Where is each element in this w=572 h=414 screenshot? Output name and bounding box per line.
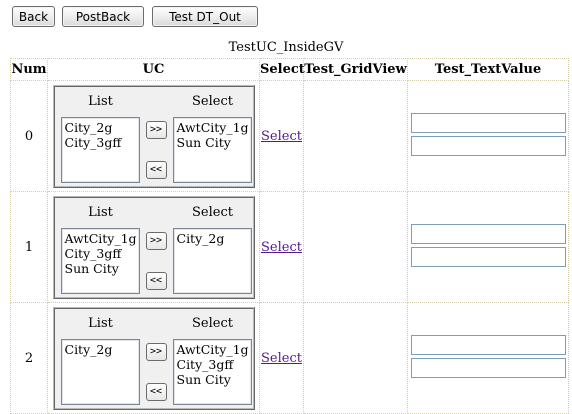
listbox-option[interactable]: Sun City [176,371,231,387]
select-link[interactable]: Select [261,239,302,255]
select-cell: Select [259,302,304,414]
remove-button[interactable]: << [145,160,167,179]
header-test-gridview: Test_GridView [303,58,408,81]
listbox-option[interactable]: AwtCity_1g [176,119,249,135]
text-value-input-2[interactable] [410,358,566,378]
select-label: Select [192,93,233,109]
row-num: 2 [10,302,48,414]
select-link[interactable]: Select [261,350,302,366]
postback-button[interactable]: PostBack [62,6,144,27]
test-dt-out-button[interactable]: Test DT_Out [152,6,258,27]
listbox-option[interactable]: City_3gff [64,245,122,261]
available-listbox[interactable]: City_2g [60,338,140,405]
header-num: Num [10,58,48,81]
remove-button[interactable]: << [145,271,167,290]
remove-button[interactable]: << [145,382,167,401]
grid-header-row: Num UC Select Test_GridView Test_TextVal… [10,58,569,81]
selected-listbox[interactable]: City_2g [172,227,252,294]
text-value-input-1[interactable] [410,224,566,244]
list-label: List [88,204,113,220]
add-button[interactable]: >> [145,342,167,361]
text-value-input-1[interactable] [410,113,566,133]
select-link[interactable]: Select [261,128,302,144]
text-value-input-1[interactable] [410,335,566,355]
listbox-option[interactable]: Sun City [176,134,231,150]
add-button[interactable]: >> [145,120,167,139]
text-value-input-2[interactable] [410,247,566,267]
list-label: List [88,93,113,109]
grid-caption: TestUC_InsideGV [228,40,344,55]
listbox-option[interactable]: City_3gff [176,356,234,372]
listbox-option[interactable]: AwtCity_1g [64,230,137,246]
listbox-option[interactable]: AwtCity_1g [176,341,249,357]
test-textvalue-cell [407,302,569,414]
listbox-option[interactable]: City_2g [64,341,113,357]
header-test-textvalue: Test_TextValue [407,58,569,81]
select-cell: Select [259,80,304,192]
select-cell: Select [259,191,304,303]
text-value-input-2[interactable] [410,136,566,156]
add-button[interactable]: >> [145,231,167,250]
list-label: List [88,315,113,331]
back-button[interactable]: Back [12,6,55,27]
select-label: Select [192,315,233,331]
header-select: Select [259,58,305,81]
test-gridview-cell [303,191,408,303]
test-uc-grid: Num UC Select Test_GridView Test_TextVal… [10,58,569,414]
listbox-option[interactable]: City_2g [64,119,113,135]
test-textvalue-cell [407,191,569,303]
listbox-option[interactable]: City_2g [176,230,225,246]
test-gridview-cell [303,80,408,192]
listbox-option[interactable]: Sun City [64,260,119,276]
listbox-option[interactable]: City_3gff [64,134,122,150]
row-num: 1 [10,191,48,303]
test-gridview-cell [303,302,408,414]
select-label: Select [192,204,233,220]
row-num: 0 [10,80,48,192]
test-textvalue-cell [407,80,569,192]
header-uc: UC [47,58,260,81]
